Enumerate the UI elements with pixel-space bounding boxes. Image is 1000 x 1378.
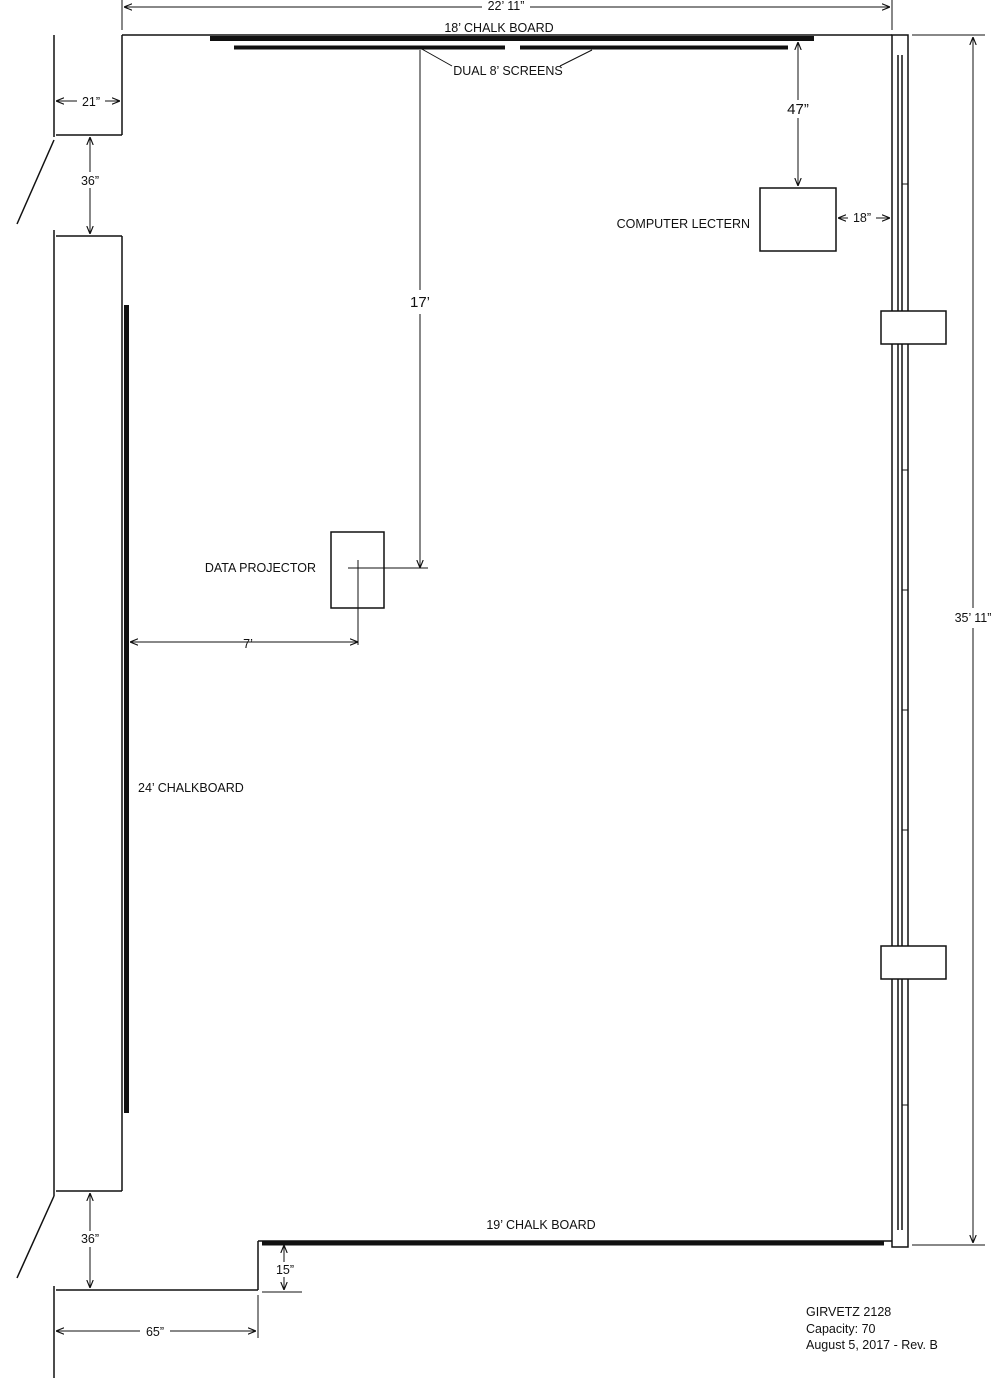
door-bottom-width-label: 36” xyxy=(81,1232,99,1246)
wall-jog-top-label: 21” xyxy=(82,95,100,109)
room-info-block: GIRVETZ 2128 Capacity: 70 August 5, 2017… xyxy=(806,1304,938,1354)
computer-lectern xyxy=(759,187,837,252)
step-depth-label: 15” xyxy=(276,1263,294,1277)
label-group: 22’ 11” 18’ CHALK BOARD DUAL 8’ SCREENS … xyxy=(76,0,996,1339)
chalk-board-bottom-label: 19’ CHALK BOARD xyxy=(486,1218,595,1232)
overall-length-label: 35’ 11” xyxy=(955,611,992,625)
window-mullions xyxy=(902,183,908,1106)
door-top-width-label: 36” xyxy=(81,174,99,188)
overall-width-label: 22’ 11” xyxy=(488,0,525,13)
lectern-side-clearance-label: 18” xyxy=(853,211,871,225)
lectern-clearance-label: 47” xyxy=(787,101,809,118)
wall-unit-top xyxy=(880,310,947,345)
chalkboard-left-label: 24’ CHALKBOARD xyxy=(138,781,244,795)
wall-jog-bottom-label: 65” xyxy=(146,1325,164,1339)
dimension-lines xyxy=(56,0,985,1338)
computer-lectern-label: COMPUTER LECTERN xyxy=(617,217,750,231)
room-name: GIRVETZ 2128 xyxy=(806,1305,892,1319)
projector-distance-label: 17’ xyxy=(410,294,430,311)
chalk-board-top-label: 18’ CHALK BOARD xyxy=(444,21,553,35)
revision-date: August 5, 2017 - Rev. B xyxy=(806,1338,938,1352)
wall-unit-bottom xyxy=(880,945,947,980)
dual-screens-label: DUAL 8’ SCREENS xyxy=(453,64,563,78)
door-top xyxy=(16,139,55,225)
door-bottom xyxy=(16,1195,55,1279)
data-projector-label: DATA PROJECTOR xyxy=(205,561,316,575)
projector-offset-label: 7’ xyxy=(243,637,253,651)
room-capacity: Capacity: 70 xyxy=(806,1321,876,1336)
